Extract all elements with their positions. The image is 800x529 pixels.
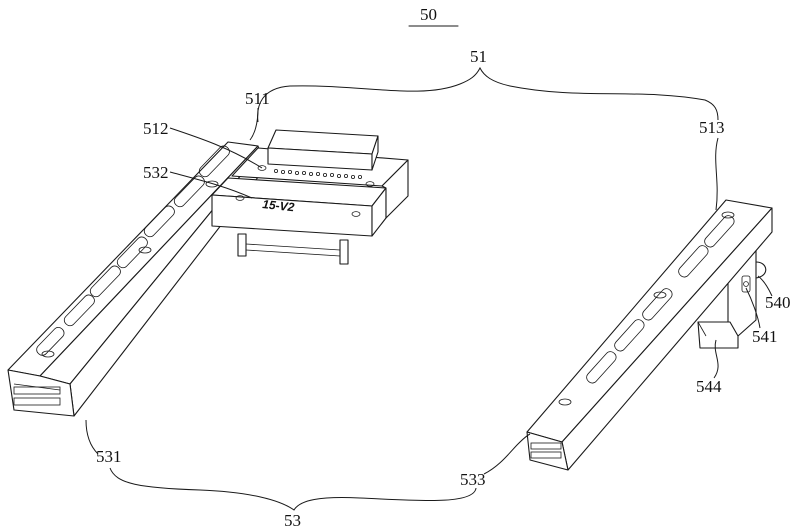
leader-531 (85, 419, 99, 455)
leader-532 (169, 171, 253, 199)
label-53: 53 (284, 511, 301, 529)
brace-51 (257, 66, 719, 123)
label-512: 512 (143, 119, 169, 138)
label-541: 541 (752, 327, 778, 346)
leader-533 (483, 433, 531, 475)
leader-544 (713, 339, 719, 379)
right-rail (526, 199, 773, 471)
leader-513 (715, 137, 719, 211)
part-marking: 15-V2 (262, 197, 296, 214)
brace-53 (109, 467, 477, 511)
label-544: 544 (696, 377, 722, 396)
leader-541 (745, 287, 761, 329)
label-540: 540 (765, 293, 791, 312)
leader-511 (249, 107, 259, 141)
label-533: 533 (460, 470, 486, 489)
leader-512 (169, 127, 263, 169)
label-511: 511 (245, 89, 270, 108)
connector-module: 15-V2 (211, 129, 409, 265)
label-513: 513 (699, 118, 725, 137)
figure-reference-number: 50 (420, 5, 437, 24)
label-532: 532 (143, 163, 169, 182)
leader-540 (757, 275, 773, 297)
label-51: 51 (470, 47, 487, 66)
label-531: 531 (96, 447, 122, 466)
